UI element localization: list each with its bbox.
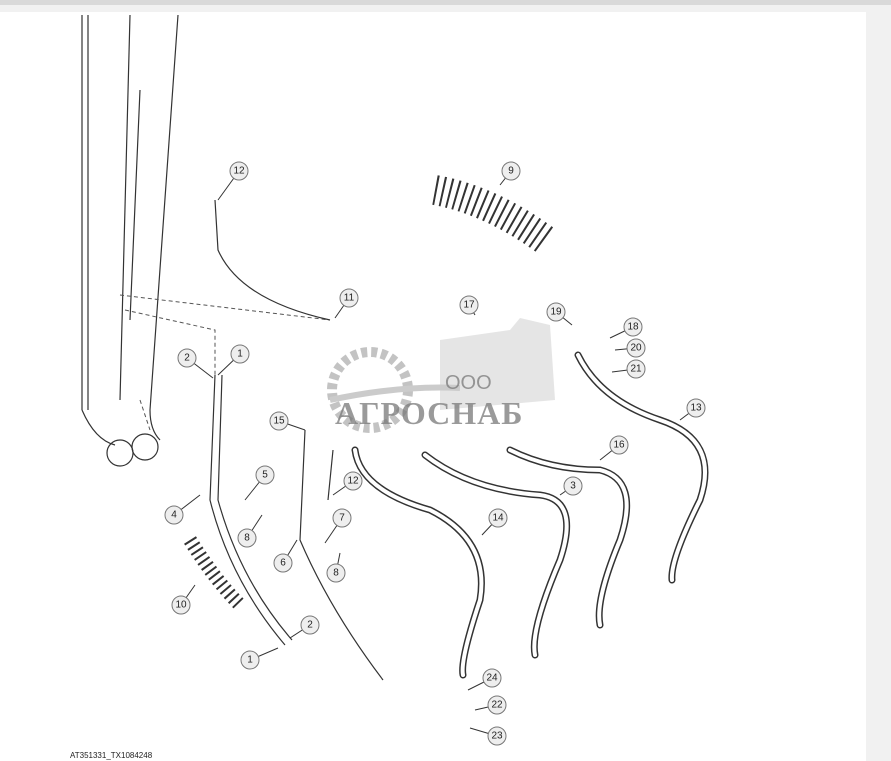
protective-sleeves bbox=[184, 175, 554, 610]
callout-number: 22 bbox=[491, 700, 503, 711]
callout-7: 7 bbox=[324, 508, 352, 544]
callout-number: 4 bbox=[171, 510, 177, 521]
callout-number: 12 bbox=[233, 166, 245, 177]
callout-number: 3 bbox=[570, 481, 576, 492]
callout-3: 3 bbox=[559, 476, 583, 496]
callout-20: 20 bbox=[614, 338, 646, 358]
callout-18: 18 bbox=[609, 317, 643, 339]
callout-number: 13 bbox=[690, 403, 702, 414]
callout-2: 2 bbox=[289, 615, 320, 639]
callout-5: 5 bbox=[244, 465, 275, 501]
callout-2: 2 bbox=[177, 348, 214, 379]
callout-10: 10 bbox=[171, 584, 196, 615]
callout-number: 2 bbox=[307, 620, 313, 631]
watermark-logo bbox=[327, 318, 555, 433]
callout-number: 17 bbox=[463, 300, 475, 311]
callout-8: 8 bbox=[237, 514, 263, 548]
callout-number: 21 bbox=[630, 364, 642, 375]
callout-12: 12 bbox=[217, 161, 249, 201]
callout-number: 18 bbox=[627, 322, 639, 333]
callout-number: 20 bbox=[630, 343, 642, 354]
callout-15: 15 bbox=[269, 411, 306, 431]
hoses bbox=[209, 199, 709, 681]
callout-number: 1 bbox=[247, 655, 253, 666]
callout-14: 14 bbox=[481, 508, 508, 536]
callout-12: 12 bbox=[332, 471, 363, 496]
callout-1: 1 bbox=[240, 647, 279, 670]
watermark-name: АГРОСНАБ bbox=[335, 395, 524, 431]
top-bar bbox=[0, 0, 891, 5]
callout-number: 12 bbox=[347, 476, 359, 487]
callout-13: 13 bbox=[679, 398, 706, 421]
callout-4: 4 bbox=[164, 494, 201, 525]
callout-22: 22 bbox=[474, 695, 507, 715]
callout-number: 10 bbox=[175, 600, 187, 611]
callout-number: 15 bbox=[273, 416, 285, 427]
callout-number: 19 bbox=[550, 307, 562, 318]
callout-number: 23 bbox=[491, 731, 503, 742]
callout-11: 11 bbox=[334, 288, 359, 319]
callout-6: 6 bbox=[273, 539, 298, 573]
frame-structure bbox=[81, 14, 331, 467]
callout-9: 9 bbox=[499, 161, 521, 186]
callout-number: 14 bbox=[492, 513, 504, 524]
callout-21: 21 bbox=[611, 359, 646, 379]
watermark-prefix: ООО bbox=[445, 372, 492, 394]
callout-17: 17 bbox=[459, 295, 479, 316]
callout-number: 7 bbox=[339, 513, 345, 524]
callout-number: 16 bbox=[613, 440, 625, 451]
callout-19: 19 bbox=[546, 302, 573, 326]
callout-number: 2 bbox=[184, 353, 190, 364]
callout-number: 11 bbox=[344, 293, 355, 304]
callout-number: 5 bbox=[262, 470, 268, 481]
callout-number: 1 bbox=[237, 349, 243, 360]
callout-number: 8 bbox=[333, 568, 339, 579]
callout-23: 23 bbox=[469, 726, 507, 746]
figure-caption: AT351331_TX1084248 bbox=[70, 751, 153, 760]
callout-number: 8 bbox=[244, 533, 250, 544]
callout-number: 24 bbox=[486, 673, 498, 684]
callout-24: 24 bbox=[467, 668, 502, 691]
callout-number: 9 bbox=[508, 166, 514, 177]
callout-1: 1 bbox=[217, 344, 250, 376]
callout-number: 6 bbox=[280, 558, 286, 569]
callout-8: 8 bbox=[326, 552, 346, 583]
callout-16: 16 bbox=[599, 435, 629, 461]
